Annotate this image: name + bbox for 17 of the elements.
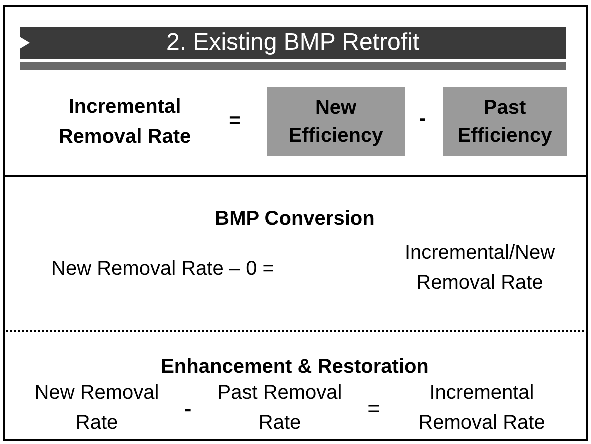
equation-term: Past Removal Rate — [216, 381, 344, 436]
equation-term: New Removal Rate — [34, 381, 160, 436]
equals-sign: = — [366, 395, 382, 423]
term-box — [443, 87, 567, 156]
term-text: Past Efficiency — [456, 96, 554, 148]
equation-term: Incremental Removal Rate — [58, 95, 192, 150]
title-text: 2. Existing BMP Retrofit — [166, 28, 420, 58]
equation-term: New Removal Rate – 0 = — [50, 257, 276, 282]
equation-term: Incremental/New Removal Rate — [404, 241, 556, 296]
section-heading: Enhancement & Restoration — [160, 355, 430, 380]
equals-sign: = — [228, 109, 242, 134]
term-text: New Efficiency — [288, 96, 384, 148]
term-box — [267, 87, 405, 156]
equation-term: Incremental Removal Rate — [418, 381, 546, 436]
section-heading: BMP Conversion — [214, 207, 376, 232]
minus-sign: - — [183, 395, 193, 423]
minus-sign: - — [418, 107, 428, 132]
